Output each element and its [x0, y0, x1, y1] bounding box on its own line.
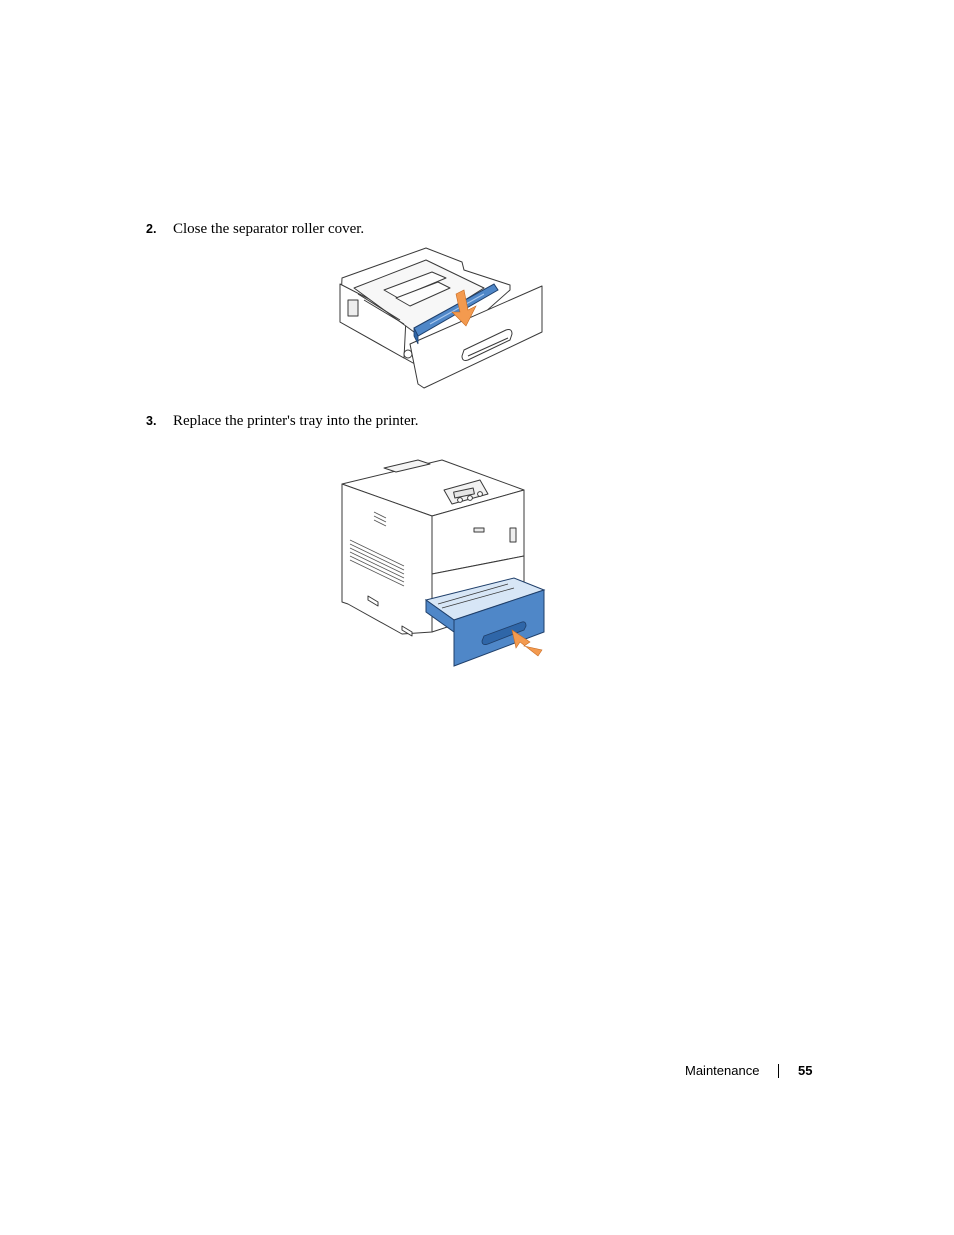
paper-tray — [424, 577, 546, 667]
step-text: Replace the printer's tray into the prin… — [173, 413, 419, 429]
arrow-icon — [451, 289, 477, 327]
paper-tray-illustration — [339, 247, 543, 389]
printer-with-tray-illustration — [341, 459, 546, 667]
arrow-icon — [511, 629, 543, 657]
footer-divider — [778, 1064, 779, 1078]
footer-section: Maintenance — [685, 1063, 760, 1078]
step-number: 2. — [146, 222, 157, 236]
step-2: 2. Close the separator roller cover. — [146, 220, 364, 238]
step-number: 3. — [146, 414, 157, 428]
page-number: 55 — [798, 1063, 813, 1078]
step-text: Close the separator roller cover. — [173, 221, 365, 237]
step-3: 3. Replace the printer's tray into the pr… — [146, 412, 419, 430]
separator-roller-cover — [413, 283, 499, 345]
